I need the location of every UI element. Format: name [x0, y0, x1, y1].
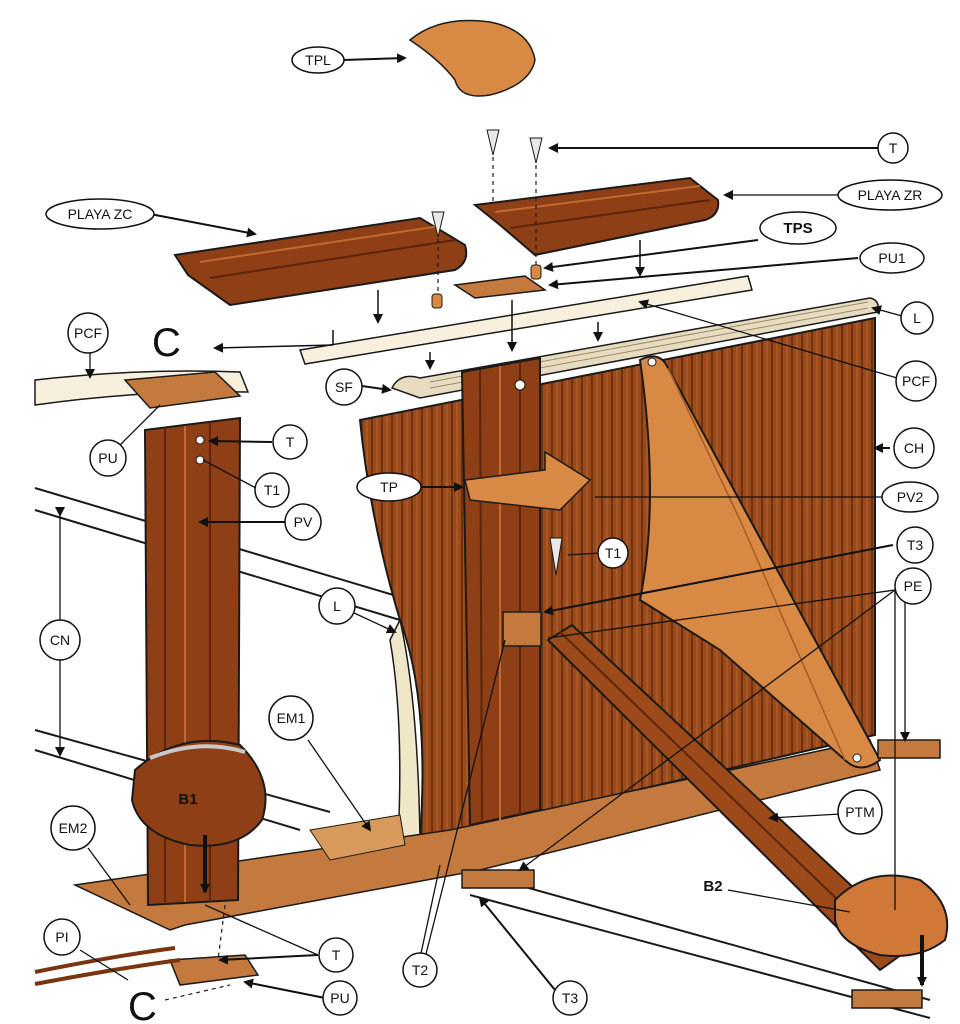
svg-text:T1: T1: [264, 482, 281, 498]
label-em2: EM2: [50, 805, 96, 851]
b2-cover: [834, 874, 949, 957]
svg-text:PLAYA ZR: PLAYA ZR: [858, 187, 923, 203]
svg-text:PV: PV: [294, 514, 313, 530]
pi-rails: [34, 946, 181, 986]
label-sf: SF: [325, 368, 363, 406]
label-playa-zr: PLAYA ZR: [837, 179, 943, 211]
svg-text:PV2: PV2: [897, 489, 924, 505]
pu-plate-top: [123, 371, 242, 409]
label-tps: TPS: [759, 211, 837, 245]
svg-text:PCF: PCF: [74, 325, 102, 341]
label-cn: CN: [39, 619, 81, 661]
svg-text:T3: T3: [562, 990, 579, 1006]
svg-text:PCF: PCF: [902, 373, 930, 389]
svg-text:B1: B1: [178, 791, 197, 808]
svg-text:PU: PU: [330, 990, 349, 1006]
svg-text:L: L: [913, 310, 921, 326]
label-em1: EM1: [268, 695, 314, 741]
svg-text:EM2: EM2: [59, 820, 88, 836]
label-pe: PE: [894, 567, 932, 605]
label-b2: B2: [703, 878, 722, 895]
svg-text:PU: PU: [98, 450, 117, 466]
label-t1-mid: T1: [597, 537, 629, 569]
label-pcf-left: PCF: [67, 312, 109, 354]
svg-text:TPL: TPL: [305, 52, 331, 68]
svg-text:SF: SF: [335, 379, 353, 395]
label-b1: B1: [178, 791, 197, 808]
label-pu-top: PU: [89, 439, 127, 477]
pcf-rail-right: [298, 275, 753, 365]
svg-text:CH: CH: [904, 440, 924, 456]
label-playa-zc: PLAYA ZC: [45, 198, 155, 230]
svg-text:T1: T1: [605, 545, 622, 561]
label-t1-left: T1: [254, 472, 290, 508]
label-pi: PI: [43, 918, 81, 956]
centre-upright: [460, 356, 541, 827]
label-t2: T2: [402, 952, 438, 988]
label-pu1: PU1: [859, 242, 925, 274]
label-t3-right: T3: [896, 526, 934, 564]
svg-text:L: L: [333, 598, 341, 614]
svg-text:CN: CN: [50, 632, 70, 648]
label-t-mid: T: [272, 424, 308, 460]
svg-text:T: T: [889, 140, 898, 156]
label-ptm: PTM: [837, 789, 883, 835]
t3-bracket: [502, 611, 542, 647]
svg-text:T: T: [286, 434, 295, 450]
tpl-cap: [408, 19, 536, 97]
svg-text:T3: T3: [907, 537, 924, 553]
pv2-brace: [638, 355, 882, 769]
svg-text:EM1: EM1: [277, 710, 306, 726]
tp-plate: [464, 450, 592, 511]
label-t3-bottom: T3: [552, 980, 588, 1016]
label-ch: CH: [893, 427, 935, 469]
svg-text:PI: PI: [55, 929, 68, 945]
label-t-bottom: T: [318, 937, 354, 973]
label-l-top: L: [900, 301, 934, 335]
svg-text:B2: B2: [703, 878, 722, 895]
label-pv2: PV2: [881, 481, 939, 513]
label-tp: TP: [356, 472, 422, 502]
svg-text:TPS: TPS: [783, 220, 812, 237]
pe-brackets: [461, 739, 941, 1009]
leader-arrows: [55, 53, 910, 999]
svg-text:T2: T2: [412, 962, 429, 978]
label-c-bottom: C: [128, 985, 157, 1024]
b1-cover: [130, 739, 267, 847]
label-pv: PV: [284, 503, 322, 541]
label-pu-bottom: PU: [322, 980, 358, 1016]
label-l-left: L: [318, 587, 356, 625]
label-pcf-right: PCF: [895, 360, 937, 402]
svg-text:C: C: [128, 985, 157, 1024]
em1-strip: [309, 814, 406, 861]
pu1-plate: [452, 275, 548, 299]
svg-text:TP: TP: [380, 479, 398, 495]
label-t-top: T: [877, 132, 909, 164]
label-c-top: C: [152, 321, 181, 365]
svg-text:C: C: [152, 321, 181, 365]
svg-text:T: T: [332, 947, 341, 963]
bold-arrows: [200, 835, 927, 987]
svg-text:PTM: PTM: [845, 804, 875, 820]
label-tpl: TPL: [291, 46, 345, 74]
svg-text:PE: PE: [904, 578, 923, 594]
svg-text:PU1: PU1: [878, 250, 905, 266]
screws: [431, 129, 563, 576]
svg-text:PLAYA ZC: PLAYA ZC: [68, 206, 133, 222]
